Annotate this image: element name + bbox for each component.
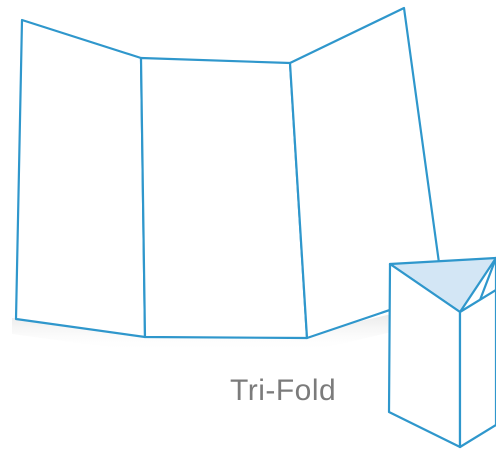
open-center-panel xyxy=(141,58,307,338)
open-tri-fold-brochure xyxy=(16,8,443,338)
folded-front-right-panel xyxy=(460,290,496,447)
folded-tri-fold-brochure xyxy=(389,258,496,447)
open-left-panel xyxy=(16,20,145,337)
diagram-caption: Tri-Fold xyxy=(230,376,336,406)
